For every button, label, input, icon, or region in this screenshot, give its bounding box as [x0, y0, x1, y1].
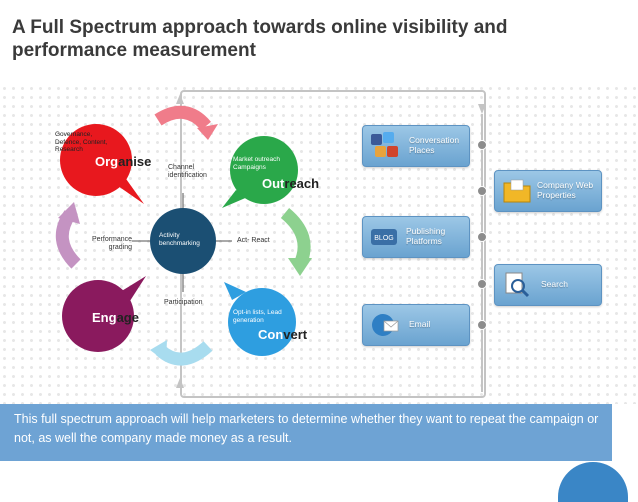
bubble-engage	[62, 276, 146, 352]
organise-heading: Organise	[95, 154, 152, 169]
convert-sub: Opt-in lists, Lead generation	[233, 309, 282, 324]
center-label: Activity benchmarking	[159, 232, 200, 247]
channel-dot	[477, 320, 487, 330]
frame-arrow-right	[478, 104, 486, 114]
channel-label: Publishing Platforms	[406, 226, 446, 246]
organise-sub: Governance, Defence, Content, Research	[55, 131, 108, 153]
arrow-outreach-convert	[280, 207, 312, 276]
center-circle	[150, 208, 216, 274]
channel-label: Email	[409, 319, 431, 329]
blog-icon: BLOG	[371, 229, 397, 245]
label-channel: Channel identification	[168, 164, 207, 179]
folder-icon	[503, 179, 531, 203]
label-participation: Participation	[164, 299, 203, 306]
cycle-diagram	[55, 94, 486, 392]
footer-banner: This full spectrum approach will help ma…	[0, 404, 612, 461]
convert-heading: Convert	[258, 327, 308, 342]
email-icon	[372, 314, 399, 336]
search-icon	[505, 272, 530, 298]
channel-email: Email	[362, 304, 470, 346]
channel-dot	[477, 186, 487, 196]
footer-text: This full spectrum approach will help ma…	[14, 412, 599, 445]
channel-label: Company Web Properties	[537, 180, 594, 200]
channel-dot	[477, 279, 487, 289]
bubble-organise	[60, 124, 144, 204]
bubble-convert	[224, 282, 296, 356]
channel-label: Conversation Places	[409, 135, 460, 155]
channel-conversation: Conversation Places	[362, 125, 470, 167]
channel-dot	[477, 232, 487, 242]
outreach-sub: Market outreach Campaigns	[233, 156, 280, 171]
channel-label: Search	[541, 279, 568, 289]
channel-dot	[477, 140, 487, 150]
channel-publishing: BLOG Publishing Platforms	[362, 216, 470, 258]
label-act: Act- React	[237, 237, 270, 244]
frame-arrow-top	[176, 94, 184, 104]
channel-company-web: Company Web Properties	[494, 170, 602, 212]
svg-text:BLOG: BLOG	[374, 235, 393, 242]
arrow-organise-outreach	[154, 105, 218, 140]
social-media-icon	[371, 132, 398, 157]
bubble-outreach	[222, 136, 298, 208]
label-performance: Performance grading	[92, 236, 133, 251]
arrow-convert-engage	[150, 340, 213, 366]
page-title: A Full Spectrum approach towards online …	[12, 17, 508, 61]
arrow-engage-organise	[55, 202, 81, 269]
engage-heading: Engage	[92, 310, 139, 325]
frame-arrow-bottom	[176, 378, 184, 388]
channel-search: Search	[494, 264, 602, 306]
outreach-heading: Outreach	[262, 176, 320, 191]
